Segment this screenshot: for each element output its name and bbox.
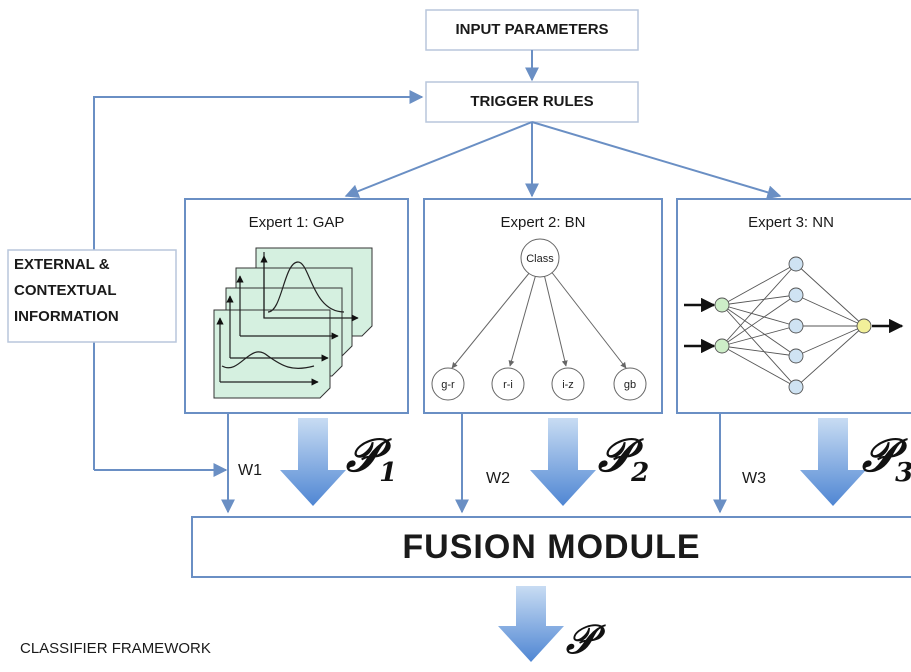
bn-leaf-node [431,367,465,401]
nn-edge [721,263,797,306]
nn-output-node [856,318,872,334]
p3-arrow [800,418,866,506]
nn-graph [684,256,904,395]
external-info-line: CONTEXTUAL [14,282,117,299]
nn-hidden-node [788,256,804,272]
p2-label: 𝒫2 [598,428,650,489]
input-parameters-box [425,9,639,51]
trigger-rules-label: TRIGGER RULES [470,93,594,110]
bn-leaf-node [491,367,525,401]
input-parameters-label: INPUT PARAMETERS [455,21,609,38]
external-info-line: INFORMATION [14,308,119,325]
nn-hidden-node [788,348,804,364]
fusion-module-label: FUSION MODULE [402,528,701,566]
nn-input-node [714,297,730,313]
trigger-rules-box [425,81,639,123]
weight-w3-label: W3 [742,470,766,487]
expert1-title: Expert 1: GAP [248,214,345,231]
nn-edge [721,325,797,347]
nn-edge [721,304,797,327]
classifier-framework-label: CLASSIFIER FRAMEWORK [20,640,211,657]
p2-arrow [530,418,596,506]
nn-edge [721,345,797,357]
weight-w1-label: W1 [238,462,262,479]
nn-edge [721,345,797,388]
bn-leaf-node [613,367,647,401]
bn-leaf-label: i-z [562,379,574,391]
nn-edge [721,294,797,347]
expert3-title: Expert 3: NN [748,214,834,231]
gap-plot-axes [216,252,359,386]
p1-label: 𝒫1 [346,428,398,489]
bn-leaf-label: g-r [441,379,455,391]
p3-label: 𝒫3 [862,430,911,488]
output-arrow [498,586,564,662]
trigger-to-expert1-arrow [344,121,533,198]
fusion-module-box [191,516,911,578]
output-p-label: 𝒫 [566,616,595,663]
external-info-label: EXTERNAL & CONTEXTUAL INFORMATION [14,252,177,330]
nn-edge [721,304,797,357]
bn-class-label: Class [526,253,554,265]
bn-leaf-label: r-i [503,379,513,391]
nn-edge [721,304,797,388]
nn-edge [795,325,865,388]
nn-input-node [714,338,730,354]
nn-hidden-node [788,379,804,395]
nn-hidden-node [788,318,804,334]
nn-edge [721,294,797,306]
external-info-box [7,249,177,343]
expert2-title: Expert 2: BN [500,214,586,231]
trigger-to-expert3-arrow [531,121,782,200]
gap-plot-stack [213,247,373,399]
nn-edge [795,325,865,357]
nn-edge [795,294,865,327]
p1-arrow [280,418,346,506]
feedback-loop-line [93,90,424,470]
bn-graph [431,238,647,401]
external-info-line: EXTERNAL & [14,256,110,273]
nn-edge [795,263,865,327]
bn-leaf-label: gb [624,379,636,391]
nn-edge [721,263,797,347]
bn-leaf-node [551,367,585,401]
nn-hidden-node [788,287,804,303]
weight-w2-label: W2 [486,470,510,487]
bn-class-node [520,238,560,278]
